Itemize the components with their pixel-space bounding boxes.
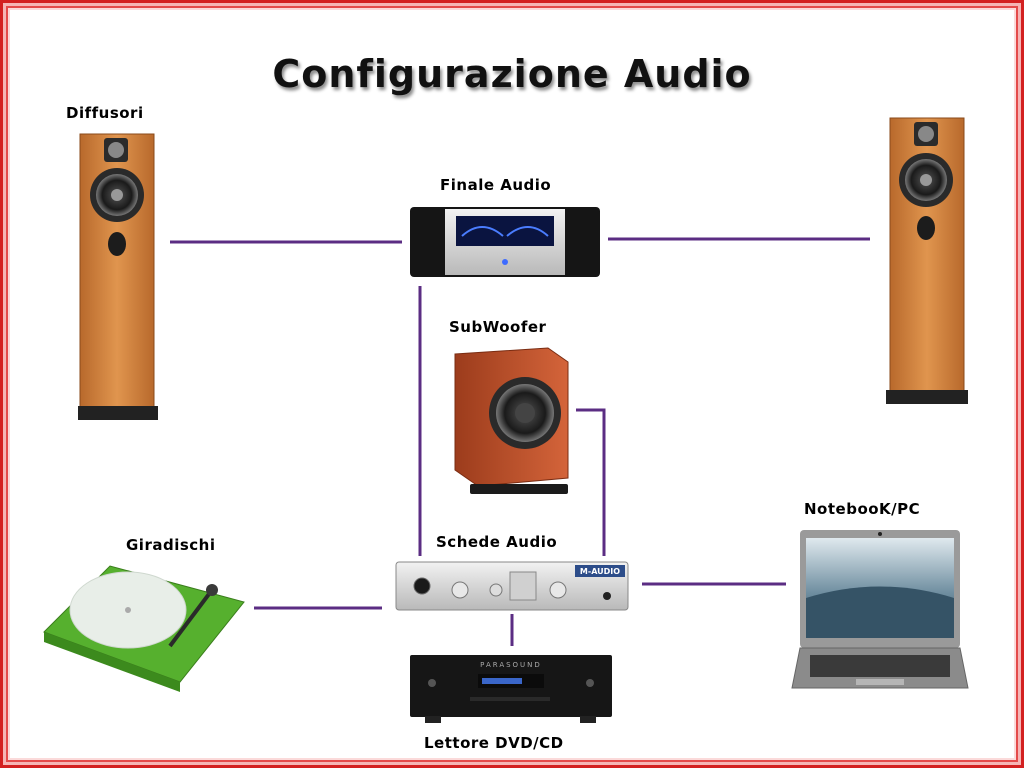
amplifier-icon — [410, 207, 600, 277]
speakers-label: Diffusori — [66, 104, 144, 122]
floor-speaker-icon — [886, 117, 968, 404]
notebook-label: NotebooK/PC — [804, 500, 921, 518]
floor-speaker-icon — [78, 133, 158, 420]
connection-lines — [170, 237, 870, 646]
dvd-label: Lettore DVD/CD — [424, 734, 564, 752]
amp-label: Finale Audio — [440, 176, 552, 194]
turntable-icon — [43, 565, 245, 692]
soundcard-brand: M-AUDIO — [580, 567, 620, 576]
soundcard-label: Schede Audio — [436, 533, 558, 551]
diagram-title: Configurazione Audio — [272, 52, 752, 96]
subwoofer-icon — [454, 347, 569, 494]
laptop-icon — [791, 530, 969, 689]
sound-card-icon: M-AUDIO — [395, 561, 629, 611]
turntable-label: Giradischi — [126, 536, 216, 554]
dvd-brand: PARASOUND — [480, 661, 542, 669]
dvd-player-icon: PARASOUND — [410, 655, 612, 723]
line-soundcard-subwoofer — [576, 408, 606, 556]
subwoofer-label: SubWoofer — [449, 318, 547, 336]
